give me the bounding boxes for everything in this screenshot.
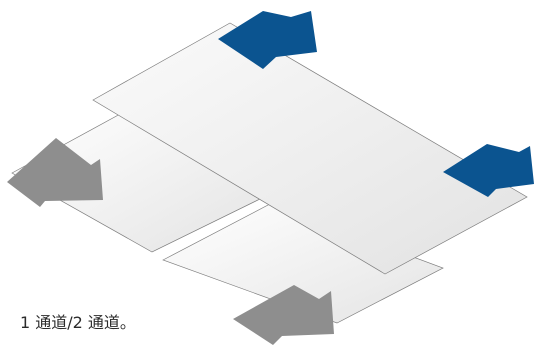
top-sheet (92, 22, 528, 275)
caption: 1 通道/2 通道。 (20, 313, 136, 332)
output-arrow-right (443, 144, 534, 197)
input-arrow-bottom (233, 285, 334, 345)
input-arrow-left (7, 138, 103, 207)
output-arrow-top (218, 11, 317, 69)
